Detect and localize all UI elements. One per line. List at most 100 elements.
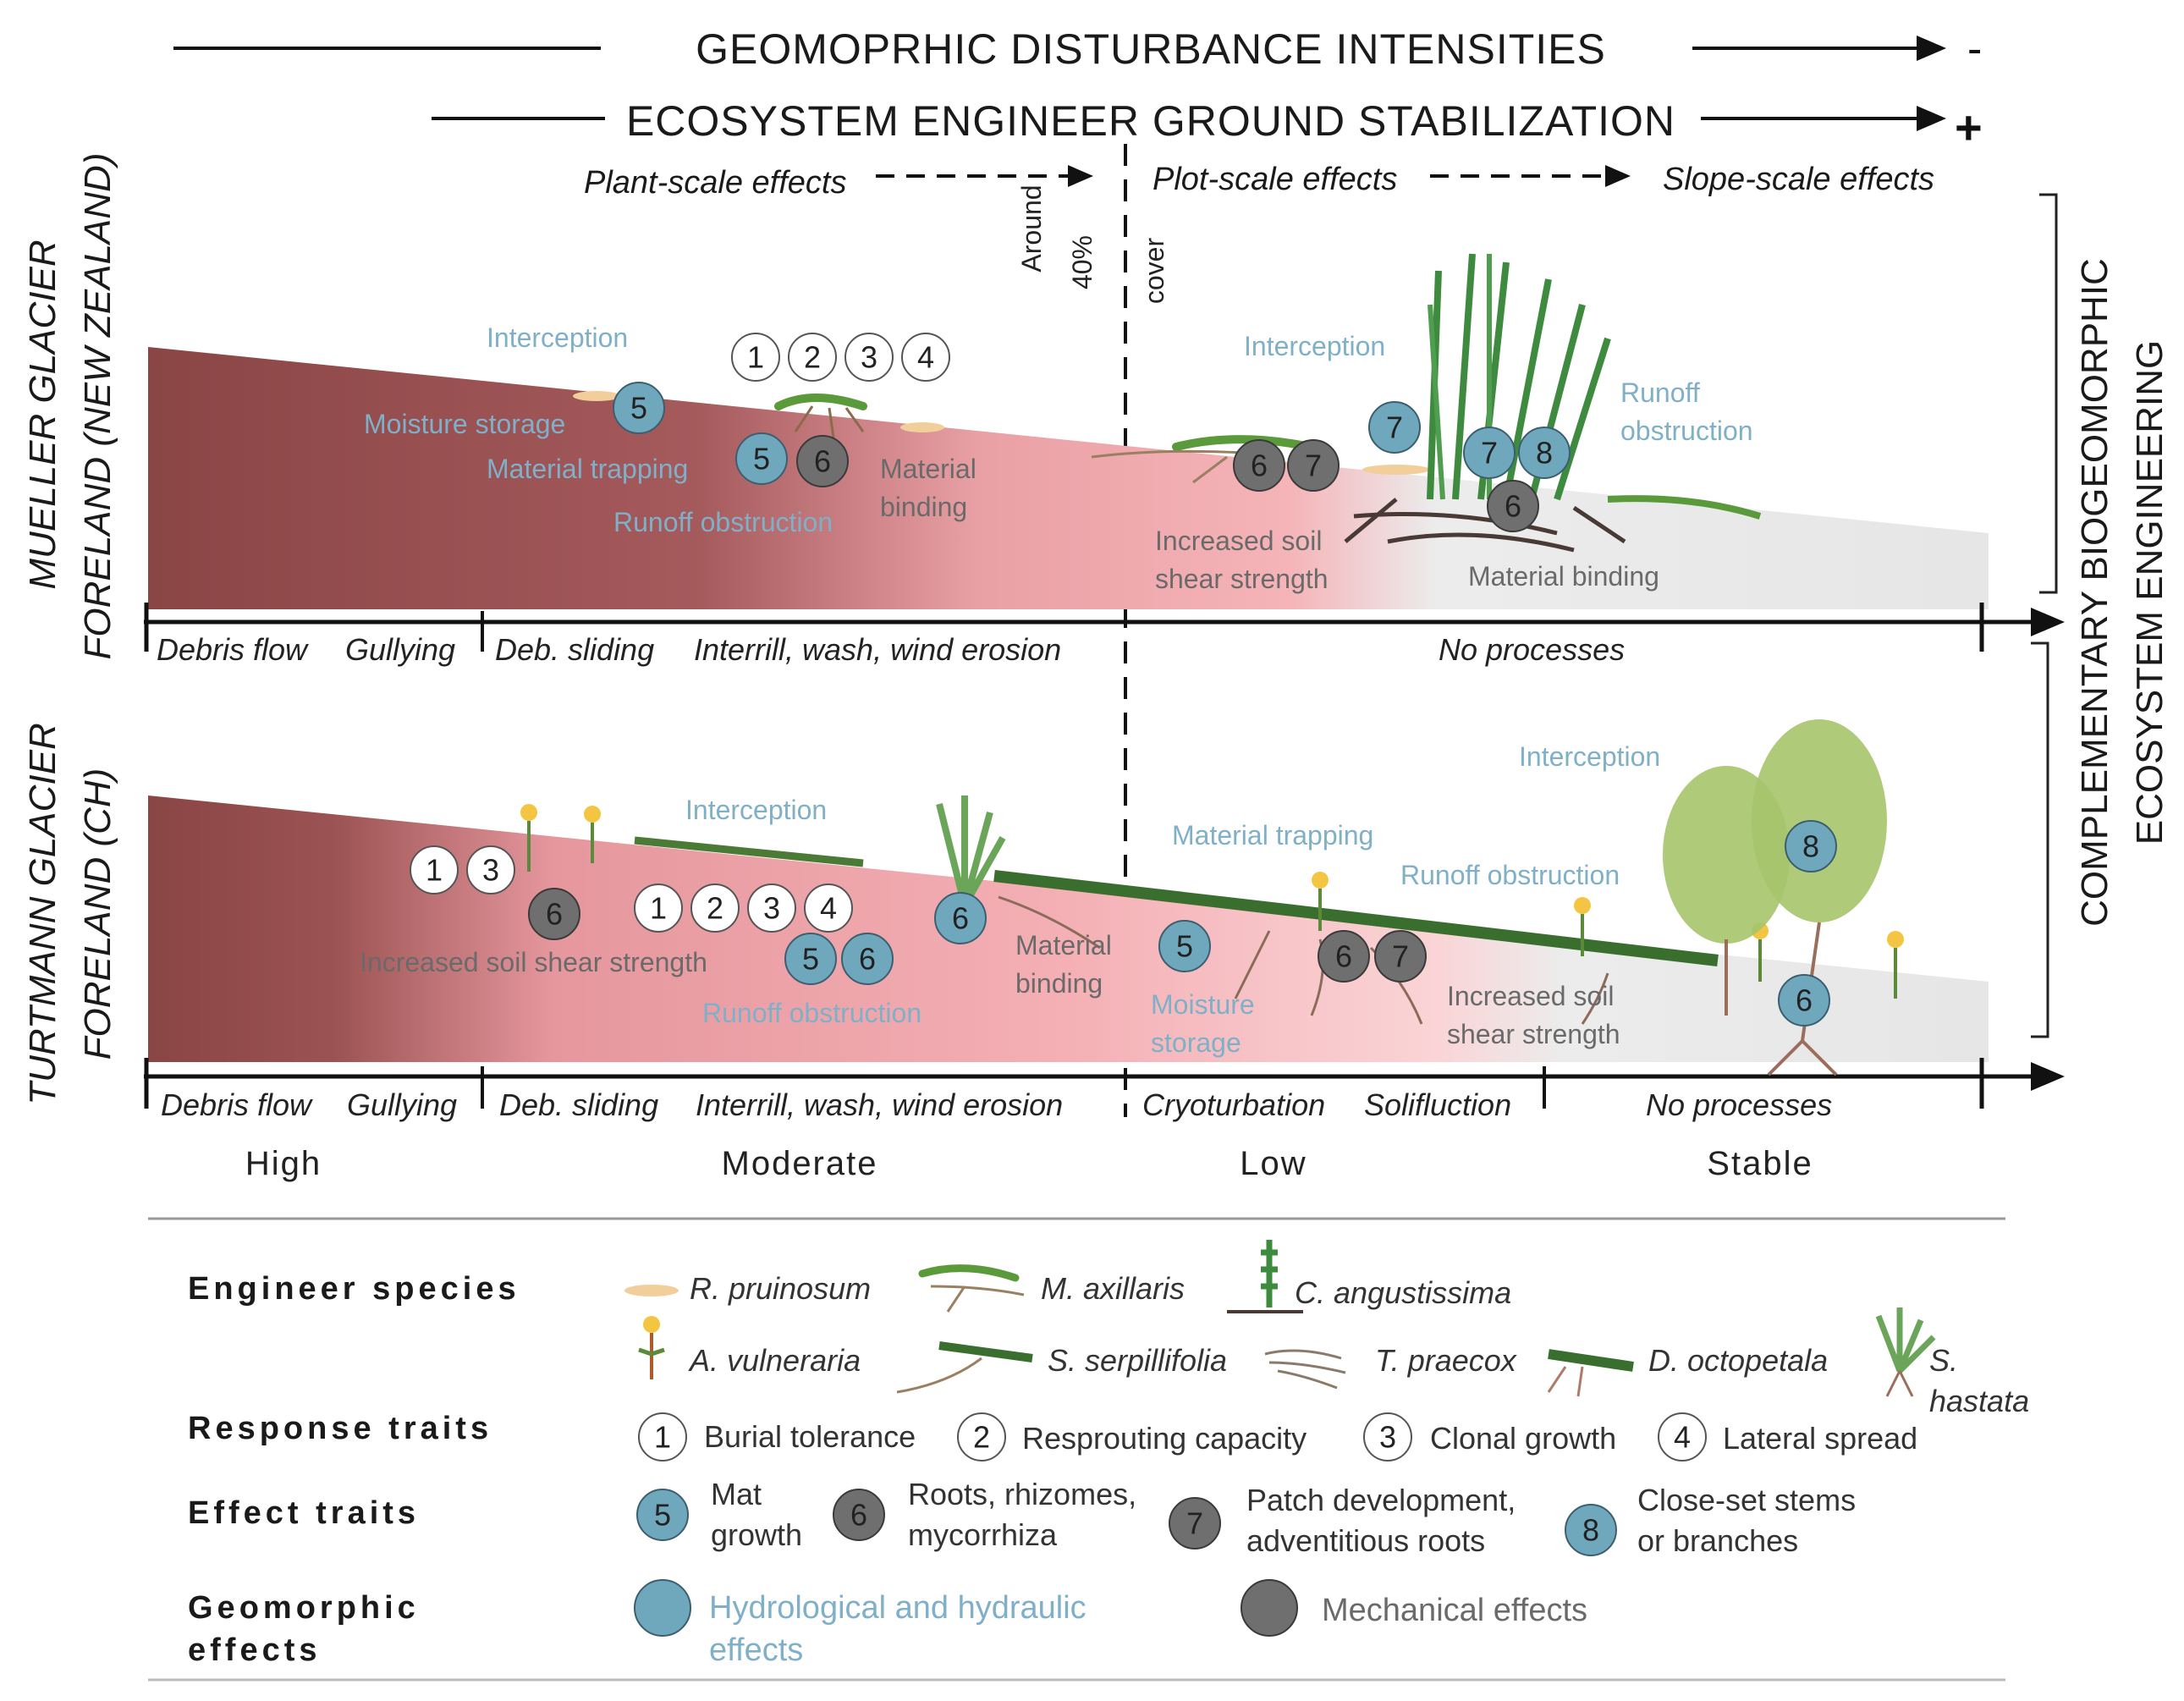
turtmann-shear-left: Increased soil shear strength [360,947,707,977]
svg-text:6: 6 [850,1498,867,1533]
plot-scale-label: Plot-scale effects [1153,162,1397,197]
svg-text:2: 2 [707,891,723,926]
threshold-40: 40% [1067,235,1098,289]
species-s-hastata-2: hastata [1929,1384,2029,1418]
turtmann-runoff-left: Runoff obstruction [702,998,921,1028]
turtmann-proc-gullying: Gullying [347,1087,457,1122]
turtmann-proc-none: No processes [1646,1087,1832,1122]
a-vulneraria-plant [520,804,537,872]
trait-burial-tolerance: Burial tolerance [704,1419,916,1454]
species-a-vulneraria: A. vulneraria [688,1343,861,1378]
mueller-label-1: MUELLER GLACIER [22,239,63,589]
r-pruinosum-patch [1362,465,1430,475]
arrow-right-icon [1605,165,1631,187]
header: GEOMOPRHIC DISTURBANCE INTENSITIES - ECO… [173,25,1983,201]
trait-resprouting-capacity: Resprouting capacity [1022,1421,1307,1456]
hydrological-circle-icon [634,1579,691,1637]
svg-text:8: 8 [1536,436,1553,471]
mueller-binding-right: Material binding [1468,561,1659,592]
mueller-proc-debris: Debris flow [157,632,309,667]
mueller-runoff-right-b: obstruction [1620,416,1753,446]
legend-mechanical: Mechanical effects [1322,1593,1587,1628]
arrow-right-icon [1068,165,1093,187]
trait-close-set-2: or branches [1637,1523,1798,1558]
mueller-runoff-obstruction: Runoff obstruction [613,507,833,537]
species-t-praecox: T. praecox [1375,1343,1518,1378]
trait-patch-1: Patch development, [1246,1483,1516,1517]
t-praecox-icon [1264,1349,1346,1390]
svg-text:5: 5 [802,942,819,977]
class-low: Low [1240,1145,1307,1182]
effect-trait-circles: 6 5 6 6 5 6 7 8 6 [528,820,1837,1027]
svg-text:7: 7 [1392,939,1409,974]
turtmann-proc-sliding: Deb. sliding [499,1087,658,1122]
svg-text:5: 5 [753,442,770,476]
mueller-shear-b: shear strength [1155,564,1329,594]
disturbance-sign: - [1967,25,1982,74]
trait-lateral-spread: Lateral spread [1723,1421,1917,1456]
arrow-right-icon [1917,106,1946,131]
svg-text:6: 6 [952,901,969,936]
species-s-hastata-1: S. [1929,1343,1958,1378]
right-label-2: ECOSYSTEM ENGINEERING [2129,340,2170,845]
turtmann-panel: Interception Increased soil shear streng… [144,719,2065,1122]
mueller-proc-interrill: Interrill, wash, wind erosion [694,632,1061,667]
m-axillaris-plant [774,394,867,438]
turtmann-label-2: FORELAND (CH) [77,768,118,1060]
turtmann-proc-debris: Debris flow [161,1087,313,1122]
species-m-axillaris: M. axillaris [1041,1271,1185,1306]
response-trait-circles: 1 3 1 2 3 4 [410,845,853,933]
disturbance-title: GEOMOPRHIC DISTURBANCE INTENSITIES [696,25,1606,73]
mueller-proc-sliding: Deb. sliding [495,632,654,667]
legend-geomorphic-2: effects [188,1632,322,1668]
svg-text:1: 1 [426,853,443,888]
legend: Engineer species R. pruinosum M. axillar… [188,1240,2029,1668]
right-label-1: COMPLEMENTARY BIOGEOMORPHIC [2074,258,2115,927]
slope-scale-label: Slope-scale effects [1663,162,1934,197]
mueller-slope [148,347,1989,609]
legend-hydro-2: effects [709,1632,803,1668]
species-d-octopetala: D. octopetala [1648,1343,1828,1378]
svg-text:7: 7 [1305,449,1322,483]
d-octopetala-icon [1547,1349,1634,1397]
svg-text:1: 1 [747,340,764,375]
turtmann-proc-solifluction: Solifluction [1364,1087,1511,1122]
trait-clonal-growth: Clonal growth [1430,1421,1616,1456]
svg-text:7: 7 [1481,436,1498,471]
trait-mat-growth-1: Mat [711,1477,762,1511]
svg-text:3: 3 [861,340,877,375]
legend-geomorphic-1: Geomorphic [188,1590,420,1626]
trait-roots-1: Roots, rhizomes, [908,1477,1136,1511]
threshold-around: Around [1016,184,1047,272]
svg-text:6: 6 [1505,489,1521,524]
mueller-binding-b: binding [880,492,967,522]
r-pruinosum-patch [573,391,620,401]
svg-text:5: 5 [1176,929,1193,964]
svg-text:7: 7 [1186,1506,1203,1541]
turtmann-interception-left: Interception [685,795,827,825]
turtmann-shear-right-b: shear strength [1447,1019,1620,1049]
svg-text:8: 8 [1582,1513,1599,1548]
r-pruinosum-icon [624,1285,679,1296]
s-serpillifolia-icon [896,1341,1033,1394]
plant-scale-label: Plant-scale effects [584,165,846,201]
t-praecox-shrub [1663,719,1887,1076]
svg-text:8: 8 [1802,829,1819,864]
svg-text:3: 3 [1379,1420,1396,1455]
arrow-right-icon [1917,36,1946,61]
mueller-panel: Interception Moisture storage Material t… [144,253,2065,667]
mueller-proc-none: No processes [1439,632,1625,667]
turtmann-binding-b: binding [1015,968,1103,999]
d-octopetala-mat [993,870,1719,966]
trait-close-set-1: Close-set stems [1637,1483,1856,1517]
turtmann-binding-a: Material [1015,930,1112,961]
class-moderate: Moderate [722,1145,878,1182]
mueller-proc-gullying: Gullying [345,632,455,667]
turtmann-material-trapping: Material trapping [1172,820,1373,850]
s-hastata-plant [936,795,1006,907]
svg-text:1: 1 [650,891,667,926]
a-vulneraria-icon [638,1316,665,1379]
a-vulneraria-plant [584,806,601,863]
s-hastata-icon [1875,1307,1936,1397]
roots [998,895,1609,1025]
